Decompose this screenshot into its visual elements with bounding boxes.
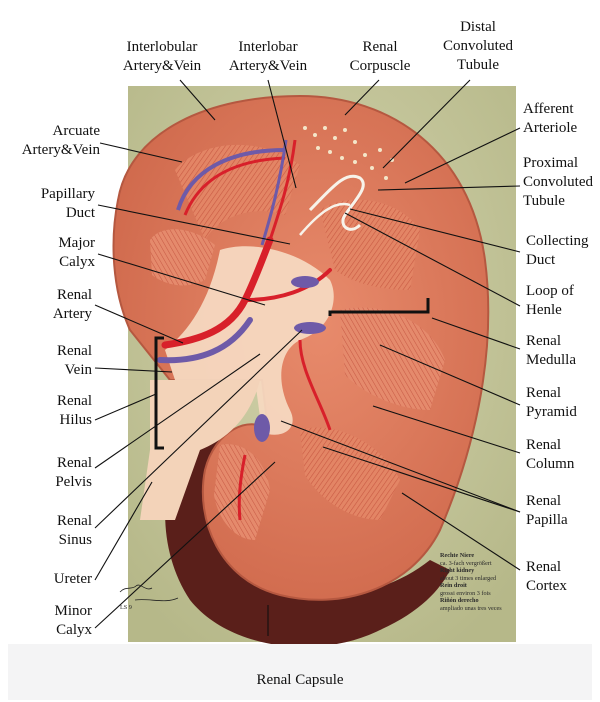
label-ureter: Ureter (0, 570, 92, 589)
model-number: LS 9 (120, 604, 132, 612)
plate-line2-sub: about 3 times enlarged (440, 575, 520, 583)
plate-line2-title: Right kidney (440, 567, 474, 574)
calyx-blob-3 (254, 414, 270, 442)
plate-line1-title: Rechte Niere (440, 552, 474, 559)
plate-line3-sub: grossi environ 3 fois (440, 590, 520, 598)
plate-line4-title: Riñón derecho (440, 597, 479, 604)
plate-line4-sub: ampliado unas tres veces (440, 605, 520, 613)
model-plate-text: Rechte Niere ca. 3-fach vergrößert Right… (440, 552, 520, 612)
calyx-blob-2 (294, 322, 326, 334)
plate-line3-title: Rein droit (440, 582, 467, 589)
label-renal-capsule: Renal Capsule (0, 671, 600, 690)
calyx-blob-1 (291, 276, 319, 288)
plate-line1-sub: ca. 3-fach vergrößert (440, 560, 520, 568)
